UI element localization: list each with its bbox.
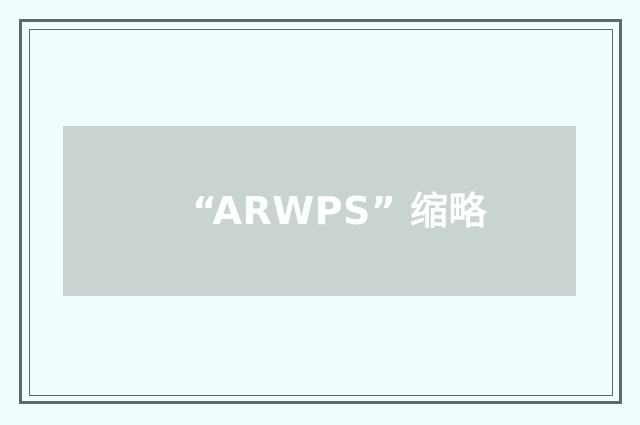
thumbnail-label: “ARWPS” 缩略 [191, 189, 488, 233]
outer-frame-border [19, 19, 622, 404]
inner-frame-border [29, 29, 613, 396]
thumbnail-placeholder: “ARWPS” 缩略 [63, 126, 576, 296]
